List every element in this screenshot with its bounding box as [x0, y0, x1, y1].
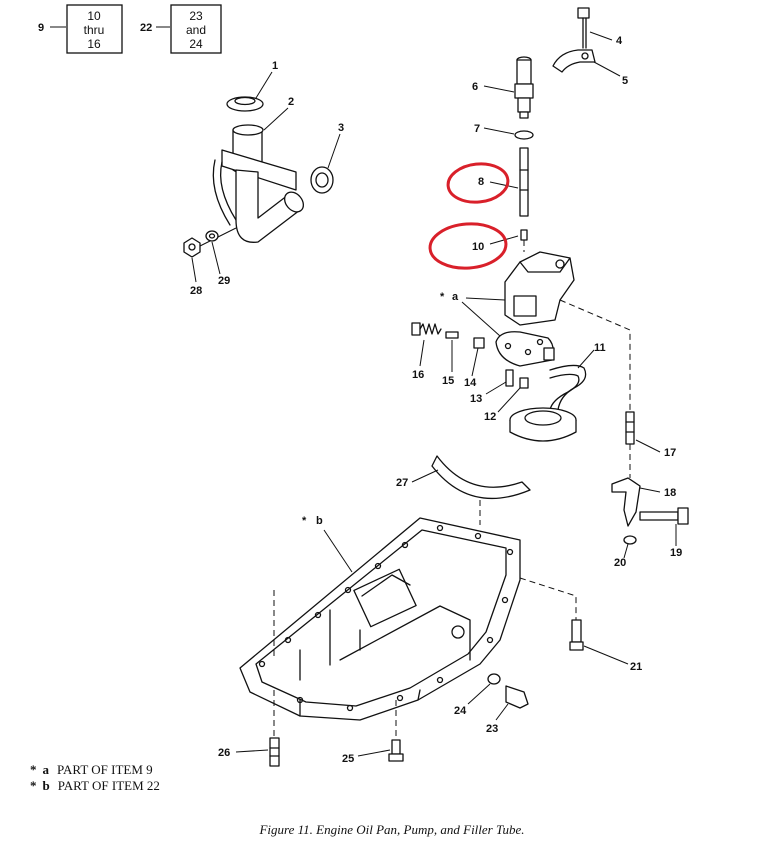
figure-caption: Figure 11. Engine Oil Pan, Pump, and Fil… — [259, 822, 525, 837]
callout-17: 17 — [664, 447, 676, 459]
callout-24: 24 — [454, 705, 467, 717]
legend-item-b: * b PART OF ITEM 22 — [30, 778, 160, 794]
callout-18: 18 — [664, 487, 676, 499]
callout-8: 8 — [478, 176, 484, 188]
callout-28: 28 — [190, 285, 202, 297]
callout-11: 11 — [594, 342, 606, 354]
legend-key: a — [42, 762, 50, 777]
callout-10: 10 — [472, 241, 484, 253]
legend-star: * — [30, 762, 37, 777]
callout-labels: 1 2 3 4 5 6 7 8 10 * a 11 12 13 14 15 16… — [190, 35, 682, 765]
callout-26: 26 — [218, 747, 230, 759]
callout-b-star: * — [302, 515, 307, 527]
legend-key: b — [42, 778, 50, 793]
legend-text: PART OF ITEM 22 — [57, 778, 160, 793]
oil-pump-assembly — [411, 7, 689, 545]
callout-19: 19 — [670, 547, 682, 559]
legend-star: * — [30, 778, 37, 793]
box-line: 23 — [189, 9, 203, 23]
highlight-marks — [428, 162, 510, 270]
box-line: 24 — [189, 37, 203, 51]
leader-lines — [191, 31, 677, 757]
highlight-circle-8 — [446, 162, 510, 204]
callout-15: 15 — [442, 375, 454, 387]
callout-21: 21 — [630, 661, 642, 673]
callout-b: b — [316, 515, 323, 527]
reference-box-9: 9 10 thru 16 — [38, 4, 123, 54]
box-line: 16 — [87, 37, 101, 51]
reference-box-22: 22 23 and 24 — [140, 4, 222, 54]
callout-a: a — [452, 291, 459, 303]
callout-2: 2 — [288, 96, 294, 108]
oil-pan-assembly — [239, 455, 584, 767]
callout-3: 3 — [338, 122, 344, 134]
callout-23: 23 — [486, 723, 498, 735]
callout-16: 16 — [412, 369, 424, 381]
callout-25: 25 — [342, 753, 354, 765]
box-ref-label: 22 — [140, 22, 152, 34]
callout-14: 14 — [464, 377, 477, 389]
callout-13: 13 — [470, 393, 482, 405]
legend-item-a: * a PART OF ITEM 9 — [30, 762, 153, 778]
box-line: and — [186, 23, 206, 37]
callout-1: 1 — [272, 60, 278, 72]
box-line: thru — [84, 23, 105, 37]
box-line: 10 — [87, 9, 101, 23]
highlight-circle-10 — [428, 222, 508, 270]
filler-tube-assembly — [183, 96, 334, 258]
callout-20: 20 — [614, 557, 626, 569]
callout-4: 4 — [616, 35, 623, 47]
legend-text: PART OF ITEM 9 — [57, 762, 153, 777]
callout-29: 29 — [218, 275, 230, 287]
callout-a-star: * — [440, 291, 445, 303]
callout-7: 7 — [474, 123, 480, 135]
box-ref-label: 9 — [38, 22, 44, 34]
callout-6: 6 — [472, 81, 478, 93]
callout-12: 12 — [484, 411, 496, 423]
callout-5: 5 — [622, 75, 628, 87]
callout-27: 27 — [396, 477, 408, 489]
